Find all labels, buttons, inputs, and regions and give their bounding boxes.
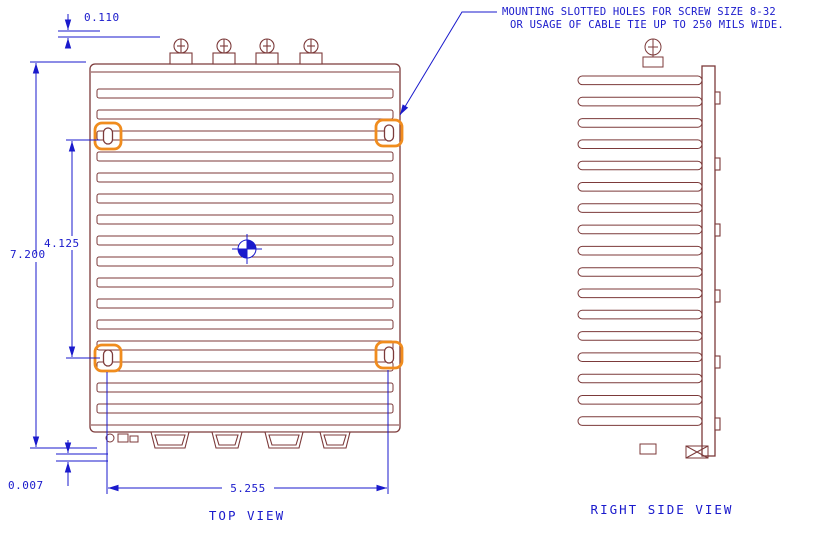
mount-tab (714, 417, 721, 431)
dim-overall-height-text: 7.200 (10, 248, 46, 261)
fin (96, 382, 394, 393)
fin (577, 395, 703, 405)
fin (96, 151, 394, 162)
fin (96, 298, 394, 309)
fin (577, 182, 703, 192)
dim-overall-height: 7.200 (10, 61, 97, 449)
bottom-connector (150, 431, 190, 449)
dim-top-offset-text: 0.110 (84, 11, 120, 24)
side-top-connector (642, 38, 664, 68)
dim-slot-spacing-vertical: 4.125 (44, 139, 100, 359)
mount-tab (714, 223, 721, 237)
mount-tab (714, 157, 721, 171)
bottom-connector (319, 431, 351, 449)
fin (577, 203, 703, 213)
fin (577, 245, 703, 256)
bottom-connector (264, 431, 304, 449)
bnc-connector (169, 38, 193, 65)
slotted-holes (102, 124, 395, 367)
leader-line (399, 11, 497, 116)
fin (577, 96, 703, 107)
fin (96, 109, 394, 120)
annotation-line2: OR USAGE OF CABLE TIE UP TO 250 MILS WID… (510, 19, 784, 31)
fin (96, 256, 394, 267)
dim-slot-spacing-vertical-text: 4.125 (44, 237, 80, 250)
fin (577, 75, 703, 86)
fin (577, 160, 703, 171)
fin (577, 416, 703, 426)
bnc-connector (299, 38, 323, 65)
side-heatsink-fins (577, 75, 703, 426)
fin (96, 340, 394, 351)
dim-top-offset: 0.110 (58, 11, 160, 49)
fin (96, 130, 394, 141)
mount-tab (714, 91, 721, 105)
fin (96, 277, 394, 288)
slotted-hole (102, 127, 114, 145)
slotted-hole (383, 346, 395, 364)
fin (96, 361, 394, 372)
bottom-connector (211, 431, 243, 449)
mount-tab (714, 289, 721, 303)
top-view-label: TOP VIEW (209, 508, 285, 523)
bottom-connectors (150, 431, 351, 449)
slotted-hole (383, 124, 395, 142)
top-view-body (89, 63, 401, 433)
dim-bottom-offset: 0.007 (8, 440, 108, 492)
fin (577, 267, 703, 277)
fin (96, 88, 394, 99)
fin (577, 224, 703, 235)
fin (577, 309, 703, 320)
fin (96, 319, 394, 330)
dim-slot-spacing-horizontal: 5.255 (106, 370, 389, 495)
annotation-line1: MOUNTING SLOTTED HOLES FOR SCREW SIZE 8-… (502, 6, 776, 18)
fin (577, 331, 703, 341)
slotted-hole (102, 349, 114, 367)
dim-slot-spacing-horizontal-text: 5.255 (230, 482, 266, 495)
bottom-left-detail (105, 433, 139, 443)
slot-highlight (374, 118, 404, 148)
fin (96, 403, 394, 414)
fin (577, 373, 703, 384)
right-side-view (577, 38, 721, 459)
fin (577, 352, 703, 362)
slot-highlight (93, 121, 123, 151)
side-bottom-detail (639, 443, 709, 459)
center-mark (232, 234, 262, 264)
mounting-plate (701, 65, 716, 457)
fin (96, 172, 394, 183)
slot-highlight (374, 340, 404, 370)
fin (577, 288, 703, 299)
annotation-note: MOUNTING SLOTTED HOLES FOR SCREW SIZE 8-… (399, 6, 784, 116)
right-side-view-label: RIGHT SIDE VIEW (591, 502, 734, 517)
bnc-connectors (169, 38, 323, 65)
fin (96, 214, 394, 225)
fin (577, 118, 703, 128)
mount-tab (714, 355, 721, 369)
plate-tabs (714, 91, 721, 431)
fin (577, 139, 703, 149)
top-view (89, 38, 404, 449)
fin (96, 193, 394, 204)
dimensions: 0.110 7.200 4.125 0.007 (8, 6, 784, 523)
dim-bottom-offset-text: 0.007 (8, 479, 44, 492)
bnc-connector (212, 38, 236, 65)
bnc-connector (255, 38, 279, 65)
